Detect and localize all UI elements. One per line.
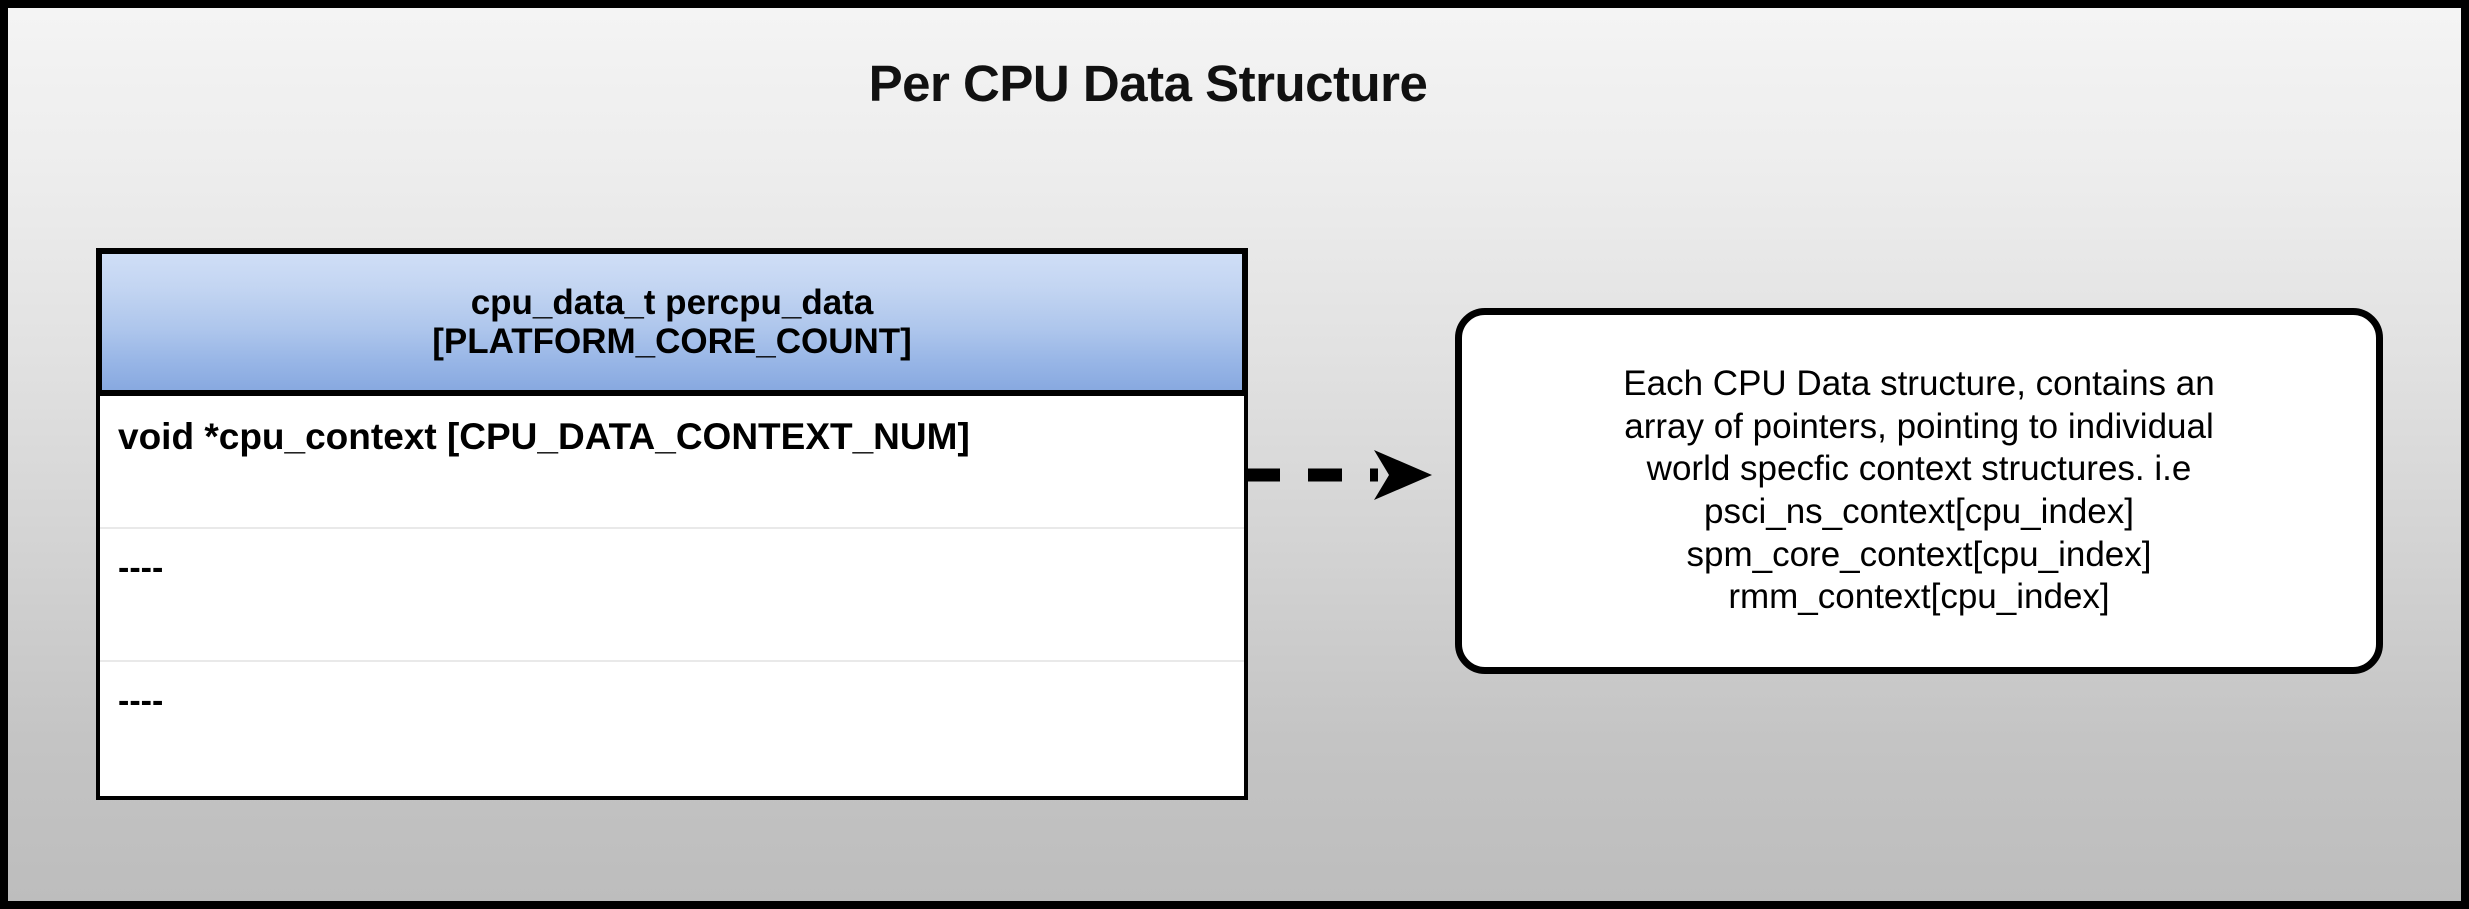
note-line: Each CPU Data structure, contains an xyxy=(1623,363,2215,403)
note-callout-box: Each CPU Data structure, contains an arr… xyxy=(1455,308,2383,674)
diagram-background: Per CPU Data Structure cpu_data_t percpu… xyxy=(8,8,2461,901)
table-row: ---- xyxy=(100,529,1244,662)
struct-header-line-2: [PLATFORM_CORE_COUNT] xyxy=(432,322,912,361)
connector-dashed-arrow xyxy=(1246,440,1436,510)
arrow-right-icon xyxy=(1246,450,1432,500)
struct-row-label-placeholder-2: ---- xyxy=(118,682,164,720)
struct-table-header: cpu_data_t percpu_data [PLATFORM_CORE_CO… xyxy=(96,248,1248,396)
table-row: void *cpu_context [CPU_DATA_CONTEXT_NUM] xyxy=(100,396,1244,529)
percpu-data-struct-table: cpu_data_t percpu_data [PLATFORM_CORE_CO… xyxy=(96,248,1248,800)
struct-header-line-1: cpu_data_t percpu_data xyxy=(470,282,874,322)
table-row: ---- xyxy=(100,662,1244,795)
note-line: psci_ns_context[cpu_index] xyxy=(1704,492,2134,531)
note-line: world specfic context structures. i.e xyxy=(1646,449,2192,489)
struct-row-label-placeholder-1: ---- xyxy=(118,549,164,587)
note-line: rmm_context[cpu_index] xyxy=(1728,577,2110,617)
note-line: spm_core_context[cpu_index] xyxy=(1686,534,2152,574)
page-title: Per CPU Data Structure xyxy=(868,55,1428,112)
struct-row-label-cpu-context: void *cpu_context [CPU_DATA_CONTEXT_NUM] xyxy=(118,416,970,457)
note-line: array of pointers, pointing to individua… xyxy=(1624,406,2214,446)
struct-table-body: void *cpu_context [CPU_DATA_CONTEXT_NUM]… xyxy=(96,396,1248,800)
